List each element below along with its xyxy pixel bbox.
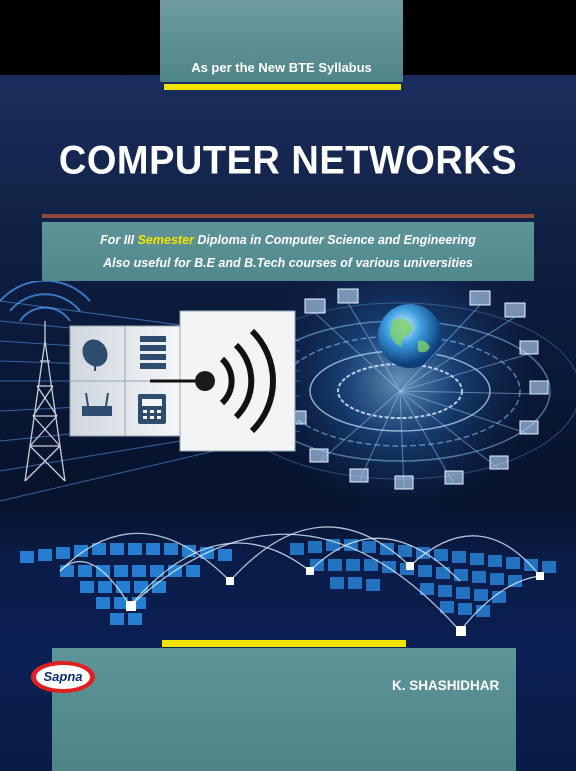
semester-highlight: Semester [137, 233, 194, 247]
publisher-logo [31, 661, 95, 693]
wifi-signal-icon [150, 328, 277, 434]
satellite-dish-icon [82, 339, 108, 371]
author-panel: K. SHASHIDHAR [52, 648, 516, 771]
syllabus-underline [164, 84, 401, 90]
book-title: COMPUTER NETWORKS [58, 138, 518, 184]
title-divider [42, 214, 534, 218]
syllabus-label: As per the New BTE Syllabus [191, 60, 372, 75]
subtitle-line-2: Also useful for B.E and B.Tech courses o… [103, 256, 473, 270]
globe-icon [378, 304, 442, 368]
syllabus-tab: As per the New BTE Syllabus [160, 0, 403, 82]
telephone-icon [138, 394, 166, 424]
network-nodes [126, 562, 544, 636]
subtitle-suffix: Diploma in Computer Science and Engineer… [193, 233, 476, 247]
subtitle-line-1: For III Semester Diploma in Computer Sci… [42, 233, 534, 247]
subtitle-prefix: For III [100, 233, 138, 247]
author-bar-accent [162, 640, 406, 647]
author-name: K. SHASHIDHAR [392, 678, 500, 693]
router-icon [82, 392, 112, 416]
network-arcs [59, 526, 541, 632]
server-rack-icon [140, 336, 166, 369]
signal-waves [0, 281, 91, 322]
radio-tower-icon [24, 321, 66, 482]
world-map-pixels [20, 539, 556, 625]
network-illustration [0, 281, 576, 636]
subtitle-box: For III Semester Diploma in Computer Sci… [42, 222, 534, 281]
monitor-connectors [314, 302, 540, 490]
